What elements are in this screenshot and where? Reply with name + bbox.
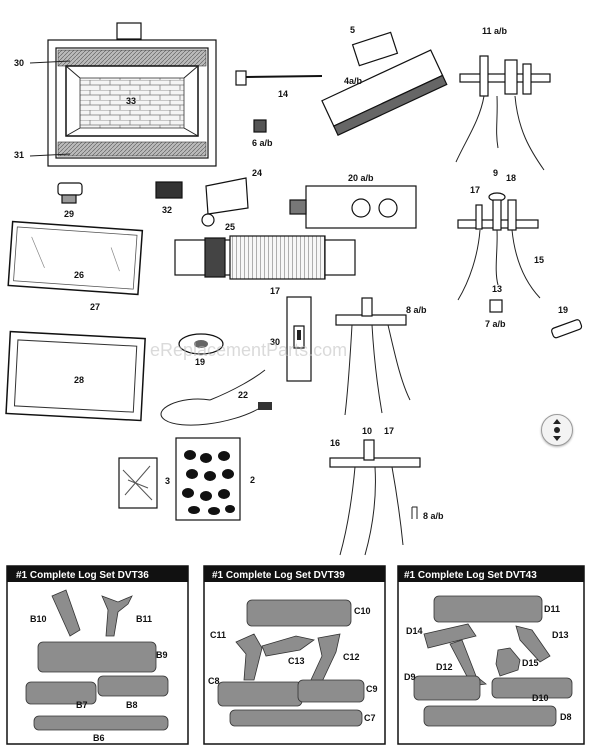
callout-24: 24	[252, 168, 262, 178]
callout-26: 26	[74, 270, 84, 280]
callout-25: 25	[225, 222, 235, 232]
log-c11: C11	[210, 630, 226, 640]
callout-3: 3	[165, 476, 170, 486]
callout-19b: 19	[195, 357, 205, 367]
logset-dvt36-panel: #1 Complete Log Set DVT36 B10 B11 B9 B7 …	[6, 565, 189, 745]
log-b9: B9	[156, 650, 168, 660]
callout-20ab: 20 a/b	[348, 173, 374, 183]
firebox-assembly	[47, 22, 217, 167]
callout-18: 18	[506, 173, 516, 183]
log-d10: D10	[532, 693, 549, 703]
callout-16: 16	[330, 438, 340, 448]
part-8ab-small	[411, 506, 418, 519]
callout-33: 33	[126, 96, 136, 106]
callout-30: 30	[14, 58, 24, 68]
callout-22: 22	[238, 390, 248, 400]
callout-28: 28	[74, 375, 84, 385]
log-b10: B10	[30, 614, 47, 624]
logset-dvt43-title: #1 Complete Log Set DVT43	[404, 570, 537, 581]
callout-17: 17	[470, 185, 480, 195]
part-5	[351, 31, 399, 67]
log-c13: C13	[288, 656, 305, 666]
zoom-out-icon[interactable]	[553, 436, 561, 441]
callout-13: 13	[492, 284, 502, 294]
callout-2: 2	[250, 475, 255, 485]
frame-28	[5, 330, 146, 422]
part-9-17-18-pilot-assembly	[457, 192, 541, 301]
burner-assembly-16-10-17	[329, 439, 421, 556]
glass-panel-26	[7, 220, 144, 296]
part-29	[57, 182, 83, 204]
callout-7ab: 7 a/b	[485, 319, 506, 329]
callout-8ab: 8 a/b	[406, 305, 427, 315]
part-19a	[178, 333, 224, 355]
callout-17c: 17	[384, 426, 394, 436]
zoom-control[interactable]	[541, 414, 573, 446]
log-c12: C12	[343, 652, 360, 662]
part-25	[201, 213, 215, 227]
callout-10: 10	[362, 426, 372, 436]
part-19b	[551, 319, 583, 339]
callout-5: 5	[350, 25, 355, 35]
log-b7: B7	[76, 700, 88, 710]
log-c10: C10	[354, 606, 371, 616]
callout-29: 29	[64, 209, 74, 219]
part-32	[155, 181, 183, 199]
log-c9: C9	[366, 684, 378, 694]
callout-31: 31	[14, 150, 24, 160]
bag-2-embers	[175, 437, 241, 521]
log-c8: C8	[208, 676, 220, 686]
callout-17b: 17	[270, 286, 280, 296]
bag-3	[118, 457, 158, 509]
callout-4ab: 4a/b	[344, 76, 363, 86]
logset-dvt39-panel: #1 Complete Log Set DVT39 C10 C11 C13 C1…	[203, 565, 386, 745]
part-11ab-pilot-assembly	[455, 55, 551, 171]
logset-dvt43-panel: #1 Complete Log Set DVT43 D11 D14 D13 D1…	[397, 565, 585, 745]
log-d8: D8	[560, 712, 572, 722]
log-d15: D15	[522, 658, 539, 668]
callout-27: 27	[90, 302, 100, 312]
zoom-in-icon[interactable]	[553, 419, 561, 424]
callout-6ab: 6 a/b	[252, 138, 273, 148]
logset-dvt36-title: #1 Complete Log Set DVT36	[16, 570, 149, 581]
burner-assembly-8ab	[335, 297, 411, 416]
log-d13: D13	[552, 630, 569, 640]
logset-dvt39-title: #1 Complete Log Set DVT39	[212, 570, 345, 581]
callout-labels: 30 33 31 5 4a/b 14 6 a/b 11 a/b 29 32 24…	[14, 25, 568, 521]
log-d12: D12	[436, 662, 453, 672]
part-24	[205, 177, 249, 215]
callout-32: 32	[162, 205, 172, 215]
part-4ab	[321, 49, 448, 136]
part-13	[489, 299, 503, 313]
callout-15: 15	[534, 255, 544, 265]
callout-19: 19	[558, 305, 568, 315]
zoom-center-icon	[554, 427, 560, 433]
blower-assembly	[174, 235, 356, 280]
log-b8: B8	[126, 700, 138, 710]
power-cord-22	[160, 369, 272, 426]
switch-30	[286, 296, 312, 382]
part-20ab-gas-valve	[289, 185, 417, 229]
log-d11: D11	[544, 604, 560, 614]
log-b6: B6	[93, 733, 105, 743]
log-d14: D14	[406, 626, 423, 636]
callout-30b: 30	[270, 337, 280, 347]
part-6ab	[253, 119, 267, 133]
callout-9: 9	[493, 168, 498, 178]
part-14	[235, 70, 323, 86]
callout-14: 14	[278, 89, 288, 99]
watermark: eReplacementParts.com	[150, 340, 347, 360]
log-b11: B11	[136, 614, 152, 624]
callout-8ab-2: 8 a/b	[423, 511, 444, 521]
log-d9: D9	[404, 672, 416, 682]
log-c7: C7	[364, 713, 376, 723]
callout-11ab: 11 a/b	[482, 26, 508, 36]
